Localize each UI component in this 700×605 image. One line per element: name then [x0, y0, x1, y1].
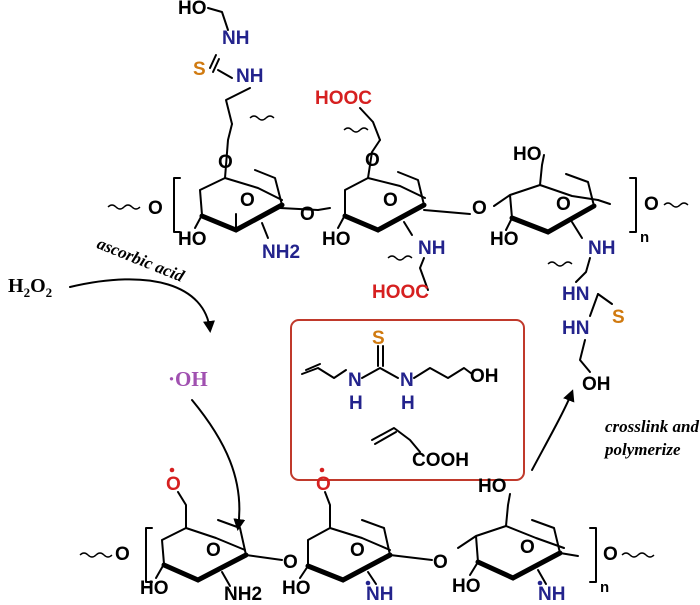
ring-oxygen: O [206, 540, 221, 561]
oxygen-radical: O [316, 474, 331, 495]
radical-ring-1: O O HO NH2 O [140, 467, 298, 605]
ascorbic-acid-label: ascorbic acid [94, 234, 187, 286]
hydroxyl-label: OH [470, 366, 499, 387]
amine-label: NH [588, 238, 615, 259]
amine-label: HN [562, 318, 589, 339]
atom-label: O [603, 544, 618, 565]
carboxyl-substituent-top: HOOC [315, 88, 381, 141]
thiourea-substituent-2: HN S HN OH [547, 257, 625, 395]
pyranose-ring-1: O O HO NH2 O [178, 123, 331, 263]
repeat-bracket-left [145, 527, 153, 583]
arrow-radical-to-bottom-chain [191, 399, 246, 531]
amine-label: H [401, 393, 415, 414]
carboxyl-substituent-bottom: HOOC [372, 255, 429, 303]
atom-label: O [115, 544, 130, 565]
sulfur-label: S [193, 59, 206, 80]
wavy-bond [621, 552, 655, 558]
pyranose-ring-2: O O HO NH [322, 139, 471, 259]
amine-label: NH [418, 238, 445, 259]
pyranose-ring-3: O HO HO NH [490, 144, 615, 259]
radical-dot [365, 580, 371, 586]
atom-label: O [644, 194, 659, 215]
amine-label: H [349, 393, 363, 414]
amine-label: N [400, 370, 414, 391]
carboxyl-label: HOOC [315, 88, 372, 109]
radical-dot [169, 467, 175, 473]
atom-label: HO [490, 229, 519, 250]
hydroxyl-label: OH [582, 374, 611, 395]
arrow-bottom-to-top-chain [531, 389, 575, 471]
repeat-bracket-left [173, 177, 181, 233]
sulfur-label: S [372, 328, 385, 349]
ring-oxygen: O [350, 540, 365, 561]
ring-oxygen: O [383, 190, 398, 211]
monomer-box: N H S N H OH COOH [290, 319, 525, 481]
glycosidic-oxygen: O [283, 552, 298, 573]
atom-label: O [148, 198, 163, 219]
wavy-bond [663, 202, 689, 208]
bottom-chain: O O O HO NH2 O O O HO [79, 467, 655, 605]
amine-label: HN [562, 284, 589, 305]
atom-label: HO [322, 229, 351, 250]
radical-dot [537, 580, 543, 586]
radical-ring-2: O O HO NH O [282, 467, 448, 605]
atom-label: HO [140, 578, 169, 599]
sulfur-label: S [612, 307, 625, 328]
ring-oxygen: O [240, 190, 255, 211]
process-label-line2: polymerize [603, 440, 681, 459]
repeat-count: n [600, 579, 609, 596]
glycosidic-oxygen: O [472, 198, 487, 219]
arrow-h2o2-to-radical [69, 278, 215, 333]
repeat-bracket-right [589, 527, 597, 583]
amine-radical: NH [538, 584, 565, 605]
thiourea-substituent-1: NH S NH HO [178, 0, 275, 125]
atom-label: HO [178, 229, 207, 250]
ring-oxygen: O [520, 537, 535, 558]
hydroxyl-radical-label: ·OH [168, 367, 208, 391]
glycosidic-oxygen: O [300, 204, 315, 225]
amine-label: NH [222, 28, 249, 49]
radical-dot [319, 467, 325, 473]
amine-label: NH2 [224, 584, 262, 605]
hydroxyl-label: HO [478, 476, 507, 497]
atom-label: HO [282, 578, 311, 599]
amine-label: NH2 [262, 242, 300, 263]
hydroxyl-label: HO [178, 0, 207, 19]
carboxyl-label: COOH [412, 450, 469, 471]
hydroxyl-label: HO [513, 144, 542, 165]
wavy-bond [107, 204, 141, 210]
repeat-bracket-right [629, 177, 637, 233]
amine-radical: NH [366, 584, 393, 605]
amine-label: N [348, 370, 362, 391]
atom-label: O [365, 150, 380, 171]
amine-label: NH [236, 66, 263, 87]
radical-ring-3: O HO HO NH [452, 476, 579, 605]
repeat-count: n [640, 229, 649, 246]
process-label-line1: crosslink and [605, 417, 699, 436]
oxygen-radical: O [166, 474, 181, 495]
h2o2-label: H2O2 [8, 275, 52, 300]
ring-oxygen: O [556, 194, 571, 215]
glycosidic-oxygen: O [433, 552, 448, 573]
top-chain: O O O HO NH2 O NH S NH HO [107, 0, 689, 395]
carboxyl-label: HOOC [372, 282, 429, 303]
atom-label: O [218, 152, 233, 173]
wavy-bond [79, 552, 113, 558]
atom-label: HO [452, 576, 481, 597]
